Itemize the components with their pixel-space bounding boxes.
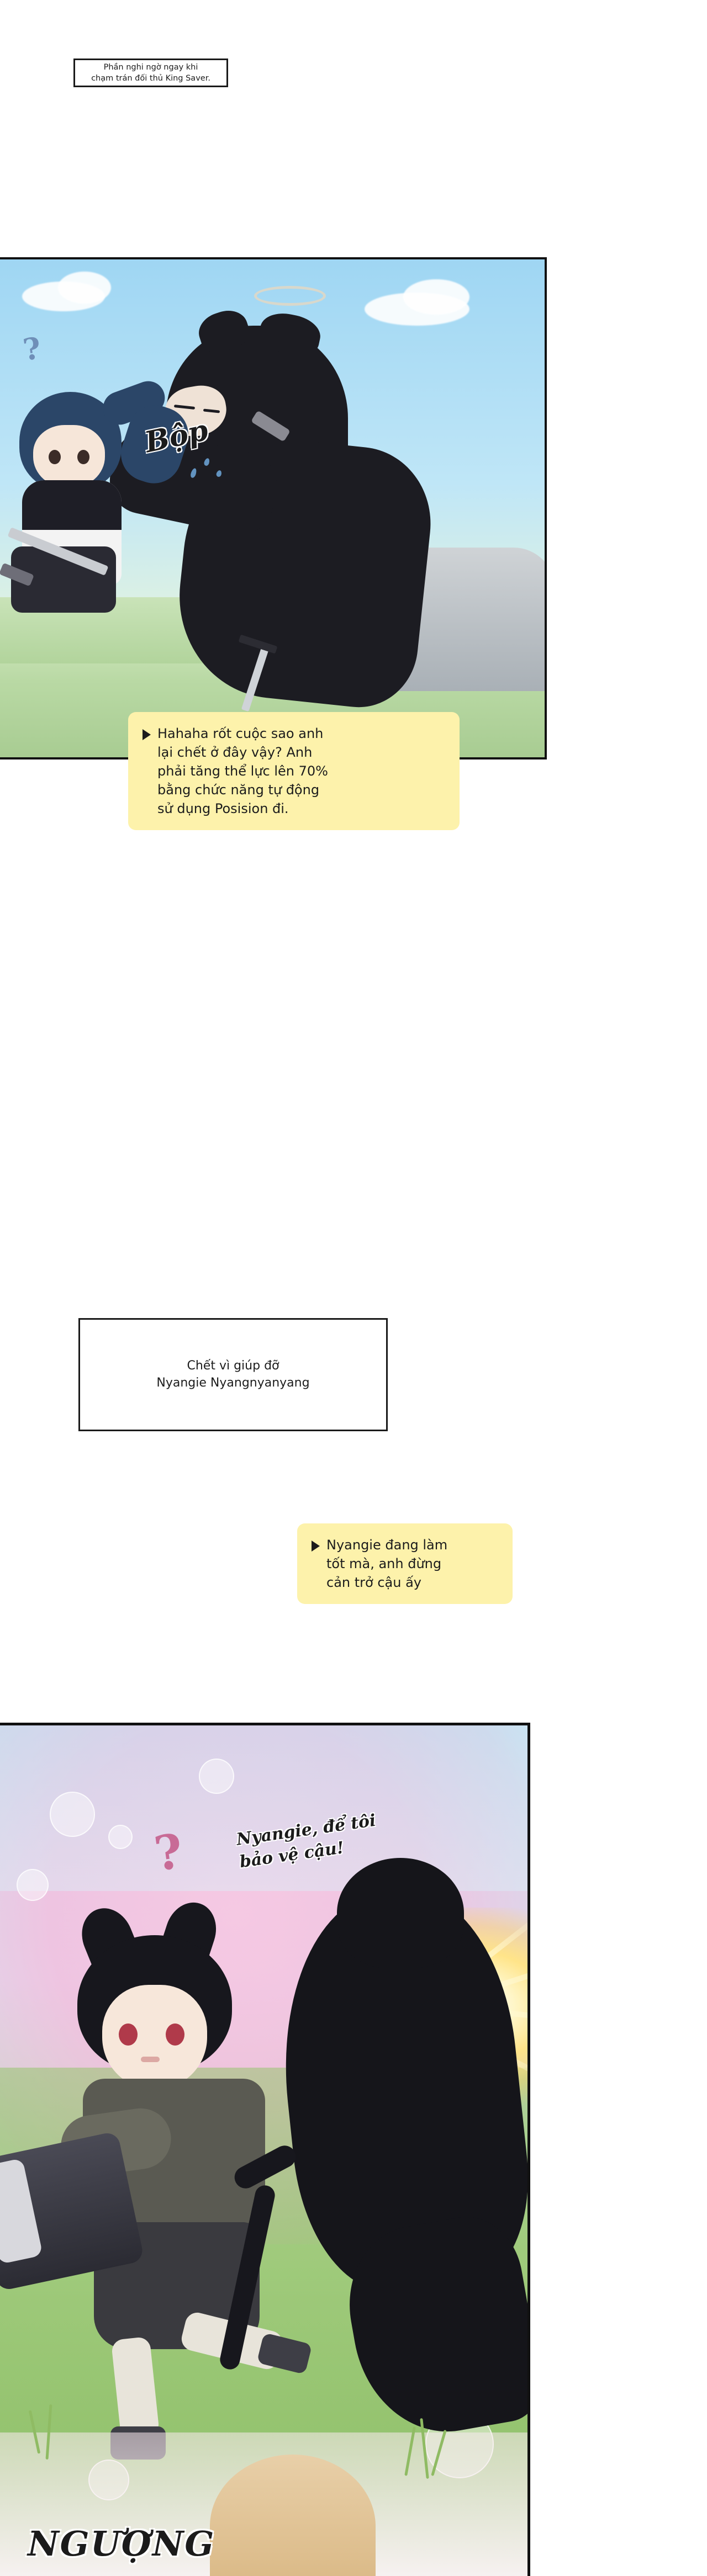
bubble-hahaha: Hahaha rốt cuộc sao anh lại chết ở đây v… — [128, 712, 460, 831]
chibi-eye-left — [49, 450, 61, 464]
bubble-nyangie-tot-ma: Nyangie đang làm tốt mà, anh đừng cản tr… — [297, 1523, 513, 1605]
caption-chet-vi-giup-do: Chết vì giúp đỡ Nyangie Nyangnyanyang — [78, 1318, 388, 1431]
panel-nyangie-protect: ? Nyangie, để tôi bảo vệ cậu! NGƯỢNG — [0, 1723, 530, 2576]
halo-icon — [254, 286, 326, 306]
bubble-decor — [108, 1825, 133, 1849]
protagonist-eye-right — [166, 2023, 184, 2046]
chibi-face — [33, 425, 105, 488]
blond-character-hair — [210, 2455, 376, 2576]
protagonist-eye-left — [119, 2023, 138, 2046]
caption-chet-vi-giup-do-text: Chết vì giúp đỡ Nyangie Nyangnyanyang — [156, 1359, 310, 1390]
cloud-decor — [58, 272, 111, 304]
cloud-decor — [403, 279, 469, 315]
protagonist-mouth — [141, 2057, 160, 2062]
bubble-nyangie-tot-ma-text: Nyangie đang làm tốt mà, anh đừng cản tr… — [326, 1537, 448, 1591]
bubble-decor — [50, 1792, 95, 1837]
protagonist-face — [102, 1985, 207, 2090]
bubble-decor — [17, 1869, 49, 1901]
bubble-arrow-icon — [143, 729, 151, 740]
bubble-arrow-icon — [312, 1541, 320, 1552]
caption-king-saver-text: Phần nghi ngờ ngay khi chạm trán đối thủ… — [91, 63, 210, 83]
bubble-hahaha-text: Hahaha rốt cuộc sao anh lại chết ở đây v… — [157, 726, 328, 817]
chibi-eye-right — [77, 450, 89, 464]
bubble-decor — [199, 1759, 234, 1794]
question-mark-icon: ? — [20, 330, 43, 368]
caption-king-saver: Phần nghi ngờ ngay khi chạm trán đối thủ… — [73, 59, 228, 87]
sfx-nguong: NGƯỢNG — [28, 2524, 215, 2564]
chibi-shoulders-dark — [22, 480, 122, 530]
dark-enemy-head — [337, 1858, 464, 1968]
panel-fight-scene: ? Bộp — [0, 257, 547, 759]
